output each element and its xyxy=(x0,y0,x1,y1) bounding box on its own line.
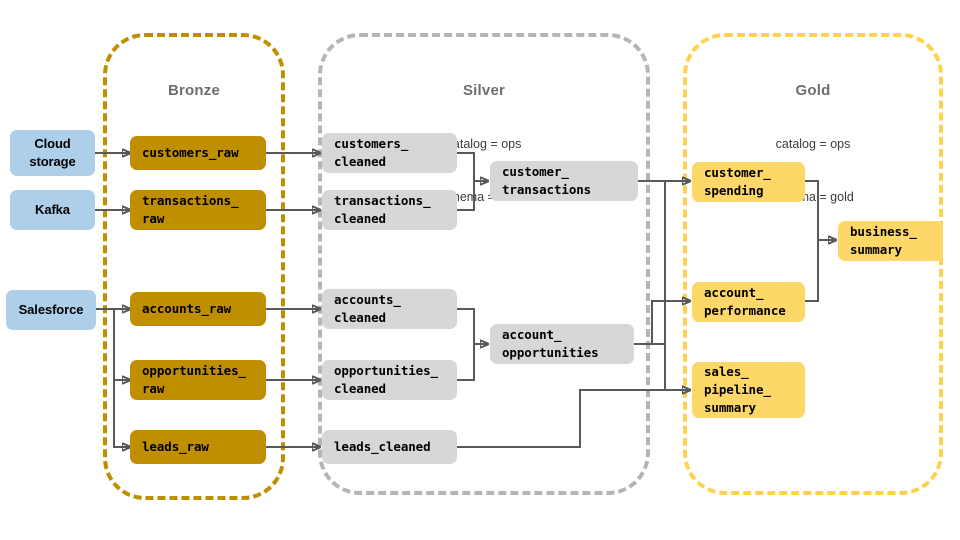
bronze-table-leads-raw[interactable]: leads_raw xyxy=(130,430,266,464)
source-node-cloud-storage[interactable]: Cloud storage xyxy=(10,130,95,176)
bronze-table-customers-raw[interactable]: customers_raw xyxy=(130,136,266,170)
edge-leads-cleaned-to-sales-pipeline-summary xyxy=(457,390,690,448)
silver-table-transactions-cleaned[interactable]: transactions_ cleaned xyxy=(322,190,457,230)
edge-transactions-cleaned-to-customer-transactions xyxy=(457,181,475,211)
edge-account-performance-to-business-summary xyxy=(805,240,819,302)
edge-bus-riser-account xyxy=(651,300,665,344)
zone-bronze xyxy=(103,33,285,500)
silver-table-accounts-cleaned[interactable]: accounts_ cleaned xyxy=(322,289,457,329)
edge-customers-cleaned-to-customer-transactions xyxy=(457,152,488,181)
bronze-table-opportunities-raw[interactable]: opportunities_ raw xyxy=(130,360,266,400)
bronze-table-transactions-raw[interactable]: transactions_ raw xyxy=(130,190,266,230)
gold-table-sales-pipeline-summary[interactable]: sales_ pipeline_ summary xyxy=(692,362,805,418)
source-node-salesforce[interactable]: Salesforce xyxy=(6,290,96,330)
gold-table-account-performance[interactable]: account_ performance xyxy=(692,282,805,322)
silver-table-customer-transactions[interactable]: customer_ transactions xyxy=(490,161,638,201)
edge-customer-spending-to-business-summary xyxy=(805,180,836,240)
zone-silver-title: Silver xyxy=(462,81,506,99)
edge-accounts-cleaned-to-account-opportunities xyxy=(457,308,488,344)
silver-table-opportunities-cleaned[interactable]: opportunities_ cleaned xyxy=(322,360,457,400)
gold-table-business-summary[interactable]: business_ summary xyxy=(838,221,943,261)
zone-gold xyxy=(683,33,943,495)
gold-table-customer-spending[interactable]: customer_ spending xyxy=(692,162,805,202)
zone-silver xyxy=(318,33,650,495)
edge-opportunities-cleaned-to-account-opportunities xyxy=(457,344,475,381)
bronze-table-accounts-raw[interactable]: accounts_raw xyxy=(130,292,266,326)
zone-gold-catalog: catalog = ops xyxy=(775,137,851,152)
source-node-kafka[interactable]: Kafka xyxy=(10,190,95,230)
silver-table-leads-cleaned[interactable]: leads_cleaned xyxy=(322,430,457,464)
silver-table-account-opportunities[interactable]: account_ opportunities xyxy=(490,324,634,364)
edge-salesforce-to-leads-raw xyxy=(113,309,130,447)
zone-gold-header: Gold catalog = ops schema = gold xyxy=(683,44,943,242)
zone-bronze-title: Bronze xyxy=(167,81,221,99)
zone-gold-title: Gold xyxy=(795,81,831,99)
silver-table-customers-cleaned[interactable]: customers_ cleaned xyxy=(322,133,457,173)
